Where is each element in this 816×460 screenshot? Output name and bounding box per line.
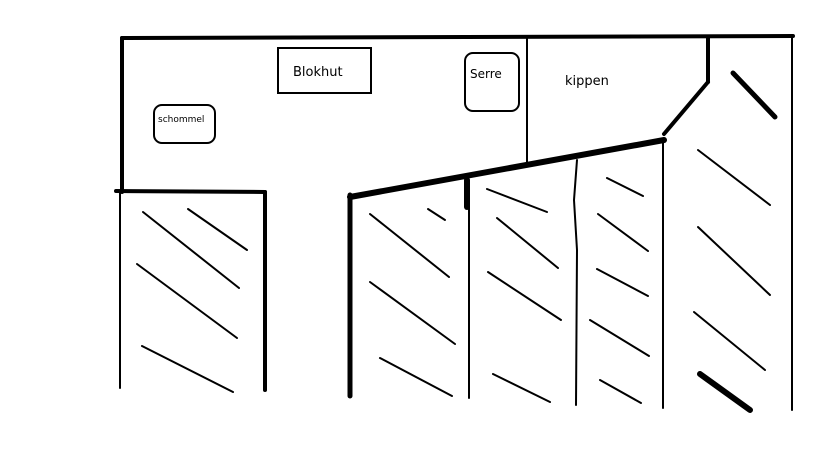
hatch-line xyxy=(693,311,766,371)
hatch-line xyxy=(369,213,450,278)
kippen-right-diag xyxy=(662,80,710,136)
hatch-line xyxy=(589,319,650,357)
hatching xyxy=(136,70,778,413)
hatch-line xyxy=(486,188,548,213)
schommel-box: schommel xyxy=(153,104,216,144)
kippen-label: kippen xyxy=(565,74,609,89)
hatch-line xyxy=(697,149,771,206)
blokhut-box: Blokhut xyxy=(277,47,372,94)
hatch-line xyxy=(379,357,453,397)
serre-label: Serre xyxy=(470,67,502,81)
hatch-line xyxy=(427,208,446,221)
hatch-line xyxy=(597,213,649,252)
hatch-line xyxy=(487,271,562,321)
hatch-line xyxy=(496,217,559,269)
hatch-line xyxy=(606,177,644,197)
hatch-line xyxy=(730,70,778,120)
bed-divider-2 xyxy=(572,159,579,406)
hatch-line xyxy=(492,373,551,403)
hatch-line xyxy=(596,268,649,297)
hatch-line xyxy=(697,226,771,296)
schommel-label: schommel xyxy=(158,115,204,125)
top-border xyxy=(120,34,795,40)
hatch-line xyxy=(136,263,238,339)
hatch-line xyxy=(142,211,240,289)
boundary-lines xyxy=(114,34,795,411)
hatch-line xyxy=(599,379,642,404)
hatch-line xyxy=(369,281,456,345)
hatch-line xyxy=(187,208,248,251)
serre-box: Serre xyxy=(464,52,520,112)
blokhut-label: Blokhut xyxy=(293,65,343,80)
left-bed-top xyxy=(114,189,267,194)
hatch-line xyxy=(141,345,234,393)
diagonal-fence xyxy=(347,137,667,200)
hatch-line xyxy=(697,371,753,413)
